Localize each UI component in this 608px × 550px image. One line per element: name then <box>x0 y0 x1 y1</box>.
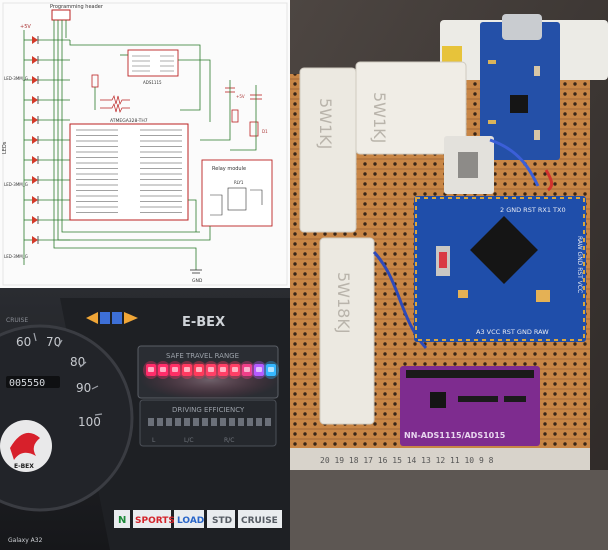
board-drawing: 20 19 18 17 16 15 14 13 12 11 10 9 8 5W1… <box>290 0 608 550</box>
cruise-tag: CRUISE <box>6 317 28 324</box>
schematic-panel: Programming header +5V LED-3MM_G LEDs LE… <box>0 0 290 288</box>
resistor-2: 5W1KJ <box>355 61 467 155</box>
ads1115-board <box>400 366 540 446</box>
ads-module-label: ADS1115 <box>143 80 162 85</box>
efficiency-cell <box>256 418 262 426</box>
efficiency-cell <box>211 418 217 426</box>
range-led-bar <box>143 361 279 379</box>
circuit-board-photo: 20 19 18 17 16 15 14 13 12 11 10 9 8 5W1… <box>290 0 608 550</box>
svg-text:+5V: +5V <box>20 24 31 30</box>
leds-label: LEDs <box>2 141 8 154</box>
schematic-led <box>24 216 70 224</box>
phone-watermark: Galaxy A32 <box>8 537 43 544</box>
svg-text:D1: D1 <box>262 129 268 134</box>
odometer-value: 005550 <box>9 378 45 389</box>
usb-c-port <box>502 14 542 40</box>
programming-header <box>51 9 71 21</box>
odometer-box <box>6 376 60 388</box>
relay-part-label: RLY1 <box>234 180 244 185</box>
header-label: Programming header <box>50 4 104 10</box>
schematic-led <box>24 116 70 124</box>
efficiency-cell <box>148 418 154 426</box>
svg-text:N: N <box>118 515 126 526</box>
svg-text:STD: STD <box>212 516 232 526</box>
svg-text:5W1KJ: 5W1KJ <box>316 98 335 149</box>
mcu-box <box>69 123 189 221</box>
schematic-diagram: Programming header +5V LED-3MM_G LEDs LE… <box>2 2 288 286</box>
schematic-led <box>24 36 70 44</box>
led-column <box>24 36 70 244</box>
gauge-number-80: 80 <box>70 355 85 369</box>
brand-text: E-BEX <box>182 315 225 330</box>
svg-text:SPORTS: SPORTS <box>135 516 175 526</box>
efficiency-cell <box>229 418 235 426</box>
arduino-top-labels: 2 GND RST RX1 TX0 <box>500 206 566 214</box>
mode-std <box>207 510 235 528</box>
mode-selector: N SPORTS LOAD STD CRUISE <box>114 510 282 528</box>
gauge-number-60: 60 <box>16 335 31 349</box>
schematic-led <box>24 176 70 184</box>
reset-button <box>439 252 447 268</box>
charger-board <box>480 22 560 160</box>
gauge-number-70: 70 <box>46 335 61 349</box>
efficiency-cell <box>157 418 163 426</box>
efficiency-cell <box>175 418 181 426</box>
mode-sports <box>133 510 171 528</box>
mode-n <box>114 510 130 528</box>
efficiency-cell <box>202 418 208 426</box>
svg-text:+5V: +5V <box>236 94 245 99</box>
dashboard-photo: E-BEX CRUISE 60 70 80 90 100 005550 E-BE… <box>0 288 290 550</box>
efficiency-sub-lc: L/C <box>184 437 194 444</box>
efficiency-cell <box>247 418 253 426</box>
arduino-bottom-labels: A3 VCC RST GND RAW <box>476 328 549 336</box>
safe-range-title: SAFE TRAVEL RANGE <box>166 352 239 360</box>
mode-load <box>174 510 204 528</box>
efficiency-title: DRIVING EFFICIENCY <box>172 406 245 414</box>
schematic-led <box>24 136 70 144</box>
efficiency-cell <box>265 418 271 426</box>
efficiency-cell <box>193 418 199 426</box>
gnd-label: GND <box>192 278 203 284</box>
schematic-led <box>24 76 70 84</box>
schematic-led <box>24 196 70 204</box>
mode-cruise <box>238 510 282 528</box>
efficiency-cell <box>238 418 244 426</box>
efficiency-cell <box>220 418 226 426</box>
schematic-led <box>24 96 70 104</box>
efficiency-sub-l: L <box>152 437 156 444</box>
efficiency-sub-rc: R/C <box>224 437 234 444</box>
ads-module-box <box>127 49 179 77</box>
svg-text:LOAD: LOAD <box>177 516 204 526</box>
schematic-led <box>24 156 70 164</box>
gauge-number-100: 100 <box>78 415 101 429</box>
schematic-led <box>24 56 70 64</box>
svg-text:5W18KJ: 5W18KJ <box>334 272 353 334</box>
mcu-label: ATMEGA328-TH7 <box>110 118 148 124</box>
relay-module-label: Relay module <box>212 166 246 172</box>
led-label-3: LED-3MM_G <box>4 254 28 259</box>
led-label-1: LED-3MM_G <box>4 76 28 81</box>
arduino-side-labels: RAW GND RST VCC <box>576 236 583 293</box>
efficiency-cell <box>184 418 190 426</box>
led-label-2: LED-3MM_G <box>4 182 28 187</box>
resistor-1: 5W1KJ <box>299 67 357 233</box>
dashboard-drawing: E-BEX CRUISE 60 70 80 90 100 005550 E-BE… <box>0 288 290 550</box>
strip-numbers: 20 19 18 17 16 15 14 13 12 11 10 9 8 <box>320 456 494 465</box>
svg-text:5W1KJ: 5W1KJ <box>370 92 389 143</box>
efficiency-cell <box>166 418 172 426</box>
resistor-3: 5W18KJ <box>319 237 375 425</box>
ads-board-label: NN-ADS1115/ADS1015 <box>404 431 506 440</box>
emblem-text: E-BEX <box>14 463 34 470</box>
gauge-number-90: 90 <box>76 381 91 395</box>
efficiency-bar <box>148 418 271 426</box>
svg-text:CRUISE: CRUISE <box>241 516 278 526</box>
